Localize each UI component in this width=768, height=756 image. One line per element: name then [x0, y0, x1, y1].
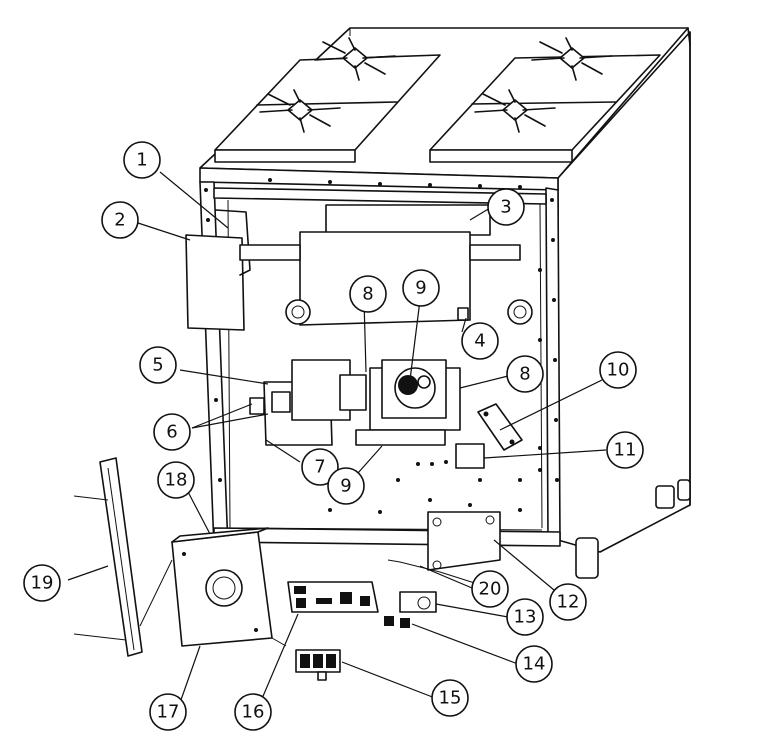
callout-1: 1 [123, 141, 161, 179]
callout-15: 15 [431, 679, 469, 717]
part-2-panel [185, 234, 245, 331]
center-heat-shield [299, 231, 471, 326]
burner-grates [214, 37, 661, 163]
callout-5: 5 [139, 346, 177, 384]
part-4-clip [457, 307, 469, 321]
callout-10: 10 [599, 351, 637, 389]
callout-13: 13 [506, 598, 544, 636]
svg-text:14: 14 [523, 654, 546, 675]
callout-14: 14 [515, 645, 553, 683]
burner-caps [259, 37, 613, 133]
svg-text:15: 15 [439, 688, 462, 709]
cover-knob-opening [205, 569, 243, 607]
svg-text:12: 12 [557, 592, 580, 613]
valve-hole-left [285, 299, 311, 325]
part-16-board [287, 581, 379, 613]
svg-text:1: 1 [136, 150, 147, 171]
part-11-block [455, 443, 485, 469]
callout-9b: 9 [327, 467, 365, 505]
svg-text:9: 9 [415, 278, 426, 299]
callout-9a: 9 [402, 269, 440, 307]
svg-text:11: 11 [614, 440, 637, 461]
callouts: 1 2 3 4 5 6 7 8 9 8 9 10 11 12 13 14 15 … [23, 141, 644, 731]
svg-text:2: 2 [114, 210, 125, 231]
callout-20: 20 [471, 570, 509, 608]
callout-19: 19 [23, 564, 61, 602]
valve-hole-right [507, 299, 533, 325]
svg-text:10: 10 [607, 360, 630, 381]
callout-3: 3 [487, 188, 525, 226]
svg-text:8: 8 [519, 364, 530, 385]
part-20-wire [387, 559, 485, 587]
callout-8b: 8 [506, 355, 544, 393]
internal-parts [185, 204, 542, 681]
callout-6: 6 [153, 413, 191, 451]
callout-16: 16 [234, 693, 272, 731]
part-14-switch [384, 616, 394, 626]
svg-text:3: 3 [500, 197, 511, 218]
svg-text:20: 20 [479, 579, 502, 600]
svg-text:9: 9 [340, 476, 351, 497]
svg-text:6: 6 [166, 422, 177, 443]
svg-text:8: 8 [362, 284, 373, 305]
callout-12: 12 [549, 583, 587, 621]
callout-18: 18 [157, 461, 195, 499]
callout-2: 2 [101, 201, 139, 239]
callout-8a: 8 [349, 275, 387, 313]
part-3-shield [325, 204, 491, 236]
svg-text:13: 13 [514, 607, 537, 628]
svg-text:4: 4 [474, 331, 485, 352]
callout-11: 11 [606, 431, 644, 469]
part-6-switch [249, 397, 265, 415]
svg-text:17: 17 [157, 702, 180, 723]
left-exploded-parts [73, 457, 287, 657]
part-1-bracket [215, 209, 251, 276]
part-12-bracket [427, 511, 501, 571]
leader-lines [67, 171, 607, 715]
callout-17: 17 [149, 693, 187, 731]
svg-text:5: 5 [152, 355, 163, 376]
callout-7: 7 [301, 448, 339, 486]
svg-text:7: 7 [314, 457, 325, 478]
callout-4: 4 [461, 322, 499, 360]
svg-text:16: 16 [242, 702, 265, 723]
svg-text:19: 19 [31, 573, 54, 594]
svg-text:18: 18 [165, 470, 188, 491]
part-10-bracket [477, 403, 523, 451]
